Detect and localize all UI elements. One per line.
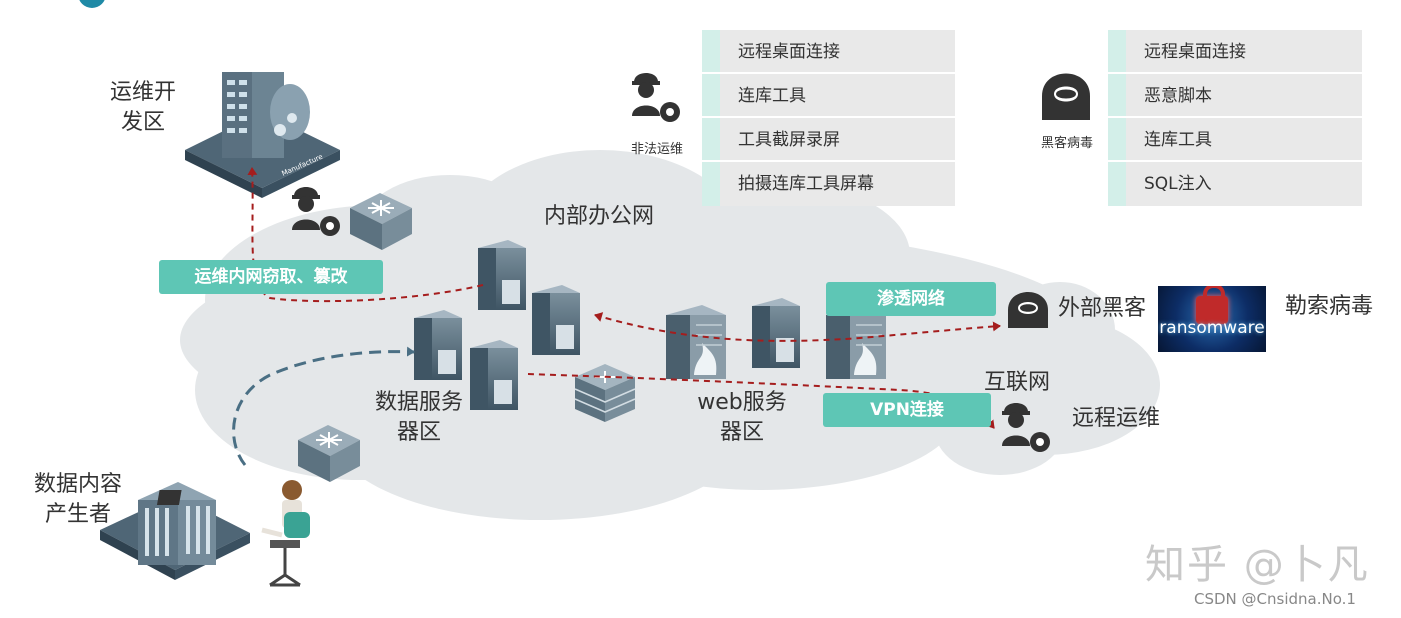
list-item: SQL注入 xyxy=(1108,162,1362,206)
external-hacker-label: 外部黑客 xyxy=(1057,296,1146,321)
ops-intranet-pill: 运维内网窃取、篡改 xyxy=(159,260,383,294)
hacker-method-list: 远程桌面连接 恶意脚本 连库工具 SQL注入 xyxy=(1108,30,1362,206)
vpn-pill: VPN连接 xyxy=(823,393,991,427)
web-server-zone-label: web服务 器区 xyxy=(684,388,800,448)
ransomware-image: ransomware xyxy=(1158,286,1266,352)
hooded-hacker-icon xyxy=(1008,73,1090,328)
content-producer-label: 数据内容 产生者 xyxy=(20,470,136,530)
list-item: 远程桌面连接 xyxy=(702,30,955,74)
ops-dev-zone-label: 运维开 发区 xyxy=(96,78,190,138)
section-marker-circle xyxy=(78,0,106,8)
penetration-pill: 渗透网络 xyxy=(826,282,996,316)
producer-switch-icon xyxy=(298,425,360,482)
ops-switch-icon xyxy=(350,193,412,250)
ransomware-image-text: ransomware xyxy=(1159,318,1265,338)
ops-dev-building-icon: Manufacture xyxy=(185,72,340,198)
ransomware-virus-label: 勒索病毒 xyxy=(1284,294,1373,319)
list-item: 工具截屏录屏 xyxy=(702,118,955,162)
ops-intranet-arrow xyxy=(247,167,484,303)
producer-to-server-arrow xyxy=(232,346,415,466)
list-item: 远程桌面连接 xyxy=(1108,30,1362,74)
illegal-ops-method-list: 远程桌面连接 连库工具 工具截屏录屏 拍摄连库工具屏幕 xyxy=(702,30,955,206)
office-net-label: 内部办公网 xyxy=(543,204,654,229)
vpn-arrow xyxy=(527,373,995,429)
data-server-zone-label: 数据服务 器区 xyxy=(360,388,478,448)
list-item: 连库工具 xyxy=(1108,118,1362,162)
list-item: 连库工具 xyxy=(702,74,955,118)
internet-label: 互联网 xyxy=(983,370,1050,395)
ops-dev-line-1: 运维开 xyxy=(109,80,176,105)
data-server-line-2: 器区 xyxy=(396,420,441,445)
hacker-virus-label: 黑客病毒 xyxy=(1040,136,1093,151)
operator-person-icon xyxy=(156,480,310,587)
zhihu-watermark: 知乎 @卜凡 xyxy=(1145,542,1370,588)
government-sign: Government xyxy=(202,562,246,586)
ops-dev-line-2: 发区 xyxy=(120,110,165,135)
illegal-ops-label: 非法运维 xyxy=(630,142,683,157)
padlock-icon xyxy=(1196,286,1228,324)
web-server-line-1: web服务 xyxy=(697,390,787,415)
content-producer-line-2: 产生者 xyxy=(44,502,111,527)
worker-with-gear-icon xyxy=(292,73,1050,452)
list-item: 拍摄连库工具屏幕 xyxy=(702,162,955,206)
remote-ops-label: 远程运维 xyxy=(1071,406,1160,431)
web-server-line-2: 器区 xyxy=(719,420,764,445)
content-producer-building-icon: Government xyxy=(100,482,250,586)
data-server-line-1: 数据服务 xyxy=(374,390,463,415)
content-producer-line-1: 数据内容 xyxy=(33,472,122,497)
list-item: 恶意脚本 xyxy=(1108,74,1362,118)
penetration-arrow xyxy=(594,312,1001,342)
csdn-credit: CSDN @Cnsidna.No.1 xyxy=(1194,590,1356,608)
